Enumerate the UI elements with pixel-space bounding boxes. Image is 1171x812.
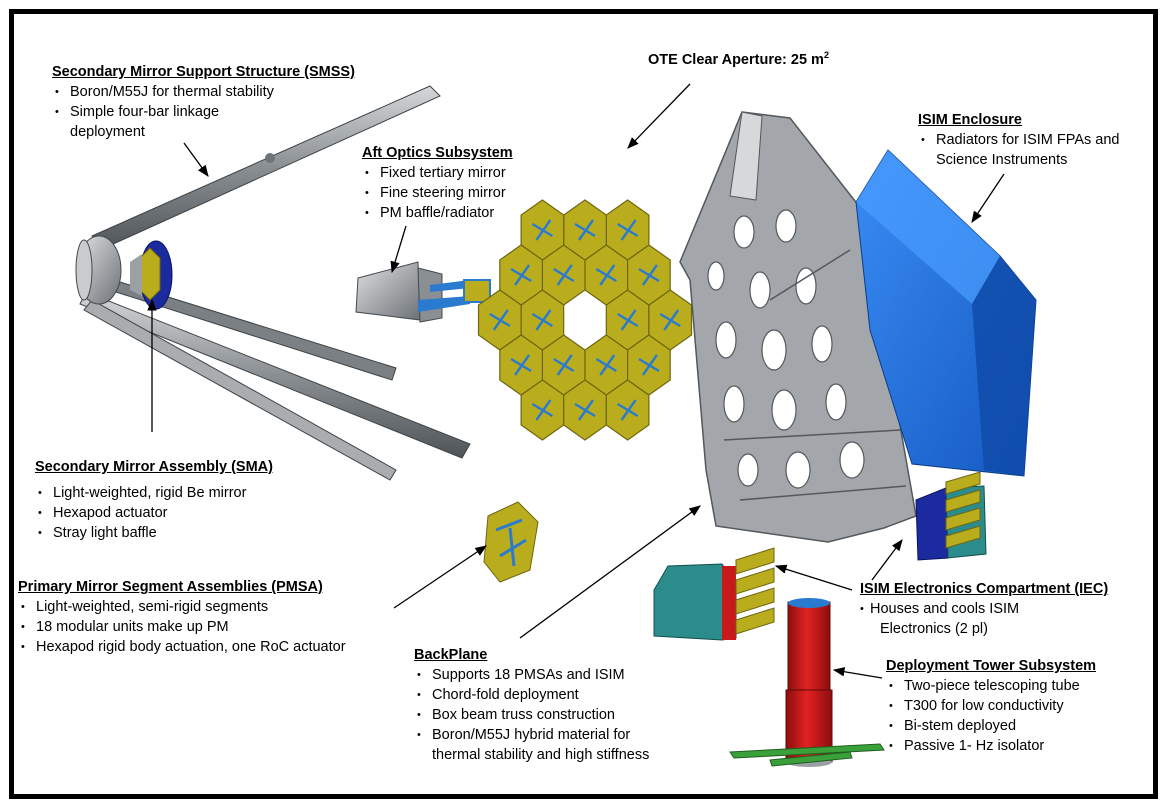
backplane — [679, 111, 917, 543]
iec-bullet-cont: Electronics (2 pl) — [880, 621, 988, 637]
pmsa-label: Primary Mirror Segment Assemblies (PMSA)… — [18, 577, 346, 657]
dts-bullet: Passive 1- Hz isolator — [886, 736, 1096, 756]
iec-left — [653, 547, 775, 641]
primary-mirror — [477, 199, 693, 441]
segment-actuator — [574, 399, 596, 421]
segment-actuator — [616, 399, 639, 421]
segment-actuator — [595, 264, 617, 286]
dts-title: Deployment Tower Subsystem — [886, 658, 1097, 674]
sma-bullet: Stray light baffle — [35, 523, 273, 543]
segment-actuator — [531, 309, 554, 331]
backplane-bullet: Supports 18 PMSAs and ISIM — [414, 665, 649, 685]
iec-title: ISIM Electronics Compartment (IEC) — [860, 581, 1109, 597]
backplane-bullet-cont: thermal stability and high stiffness — [432, 747, 650, 763]
isim-bullet: Radiators for ISIM FPAs and — [918, 130, 1119, 150]
single-pmsa — [483, 501, 539, 583]
isim-label: ISIM Enclosure Radiators for ISIM FPAs a… — [918, 110, 1119, 170]
backplane-title: BackPlane — [414, 647, 488, 663]
backplane-label: BackPlane Supports 18 PMSAs and ISIM Cho… — [414, 645, 649, 765]
isim-title: ISIM Enclosure — [918, 112, 1022, 128]
pmsa-title: Primary Mirror Segment Assemblies (PMSA) — [18, 579, 323, 595]
backplane-bullet: Box beam truss construction — [414, 705, 649, 725]
aft-bullet: Fine steering mirror — [362, 183, 513, 203]
sma-label: Secondary Mirror Assembly (SMA) Light-we… — [35, 457, 273, 543]
segment-actuator — [553, 264, 575, 286]
smss-bullet-cont: deployment — [70, 124, 145, 140]
isim-enclosure — [855, 149, 1037, 477]
smss-title: Secondary Mirror Support Structure (SMSS… — [52, 64, 355, 80]
dts-bullet: T300 for low conductivity — [886, 696, 1096, 716]
deployment-tower — [729, 598, 885, 767]
segment-actuator — [616, 219, 639, 241]
pmsa-bullet: 18 modular units make up PM — [18, 617, 346, 637]
smss-label: Secondary Mirror Support Structure (SMSS… — [52, 62, 355, 142]
segment-actuator — [531, 399, 554, 421]
diagram-border — [9, 9, 1158, 799]
aft-bullet: PM baffle/radiator — [362, 203, 513, 223]
sma-title: Secondary Mirror Assembly (SMA) — [35, 459, 273, 475]
segment-actuator — [638, 354, 660, 376]
segment-actuator — [510, 354, 532, 376]
iec-right — [915, 471, 987, 561]
ote-clear-aperture-label: OTE Clear Aperture: 25 m2 — [648, 50, 829, 68]
dts-bullet: Bi-stem deployed — [886, 716, 1096, 736]
smss-booms — [75, 85, 471, 481]
segment-actuator — [531, 219, 554, 241]
aft-optics-label: Aft Optics Subsystem Fixed tertiary mirr… — [362, 143, 513, 223]
leader-arrows — [147, 83, 1005, 679]
iec-label: ISIM Electronics Compartment (IEC) House… — [860, 579, 1108, 639]
backplane-bullet: Boron/M55J hybrid material for — [414, 725, 649, 745]
backplane-bullet: Chord-fold deployment — [414, 685, 649, 705]
isim-bullet-cont: Science Instruments — [936, 152, 1068, 168]
segment-actuator — [510, 264, 532, 286]
pmsa-bullet: Light-weighted, semi-rigid segments — [18, 597, 346, 617]
smss-bullet: Boron/M55J for thermal stability — [52, 82, 355, 102]
dts-bullet: Two-piece telescoping tube — [886, 676, 1096, 696]
segment-actuator — [595, 354, 617, 376]
sma-bullet: Light-weighted, rigid Be mirror — [35, 483, 273, 503]
segment-actuator — [638, 264, 660, 286]
secondary-mirror — [130, 240, 173, 310]
segment-actuator — [574, 219, 596, 241]
segment-actuator — [553, 354, 575, 376]
segment-actuator — [659, 309, 681, 331]
aft-bullet: Fixed tertiary mirror — [362, 163, 513, 183]
aft-optics-title: Aft Optics Subsystem — [362, 145, 513, 161]
smss-bullet: Simple four-bar linkage — [52, 102, 355, 122]
dts-label: Deployment Tower Subsystem Two-piece tel… — [886, 656, 1096, 756]
pmsa-bullet: Hexapod rigid body actuation, one RoC ac… — [18, 637, 346, 657]
segment-actuator — [616, 309, 639, 331]
iec-bullet: Houses and cools ISIM — [860, 599, 1108, 619]
sma-bullet: Hexapod actuator — [35, 503, 273, 523]
aft-optics — [355, 261, 491, 323]
segment-actuator — [489, 309, 511, 331]
